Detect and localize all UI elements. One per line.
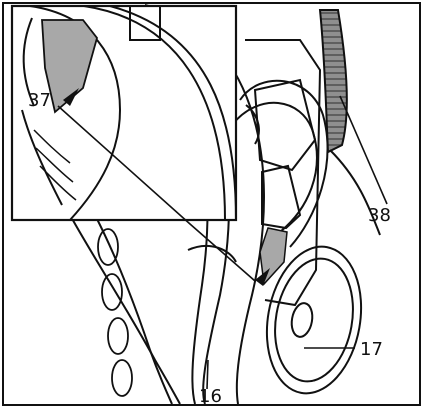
leader-line-16	[206, 359, 209, 390]
shaded-component-main	[259, 227, 288, 286]
motor-block	[253, 78, 317, 172]
belt-side-curve	[329, 149, 381, 236]
arrowhead-37-inset	[63, 88, 79, 106]
pulley-hub	[290, 302, 314, 338]
mechanism-inner-arc	[231, 101, 318, 233]
inset-left-curve-2	[21, 109, 63, 206]
arrowhead-37-main	[255, 268, 270, 286]
pulley-inner-ring	[274, 257, 354, 383]
inset-left-curve	[22, 17, 35, 107]
leader-lines	[57, 95, 388, 390]
inset-fin-2	[35, 147, 74, 183]
mechanism-arc	[239, 79, 329, 248]
label-16: 16	[199, 386, 222, 407]
inset-top-bracket	[129, 6, 161, 41]
inset-wheel-arc-2	[83, 5, 226, 221]
detail-curve-2	[245, 104, 260, 145]
inset-fin-3	[39, 165, 77, 201]
inset-wheel-arc-3	[109, 5, 237, 221]
inset-fin-1	[33, 129, 71, 164]
bracket-block	[261, 164, 302, 230]
inset-view	[10, 4, 238, 222]
drive-belt	[318, 9, 348, 154]
shaded-component-inset	[41, 19, 98, 114]
leader-line-37	[57, 105, 256, 282]
frame-outline	[245, 39, 322, 307]
leader-line-38	[339, 95, 388, 205]
label-17: 17	[360, 339, 383, 360]
left-vent-holes	[97, 228, 133, 397]
pulley-disc	[265, 245, 363, 395]
left-body-inner-curve	[94, 214, 173, 405]
label-38: 38	[368, 205, 391, 226]
left-body-curve	[69, 214, 181, 405]
label-37: 37	[28, 90, 51, 111]
